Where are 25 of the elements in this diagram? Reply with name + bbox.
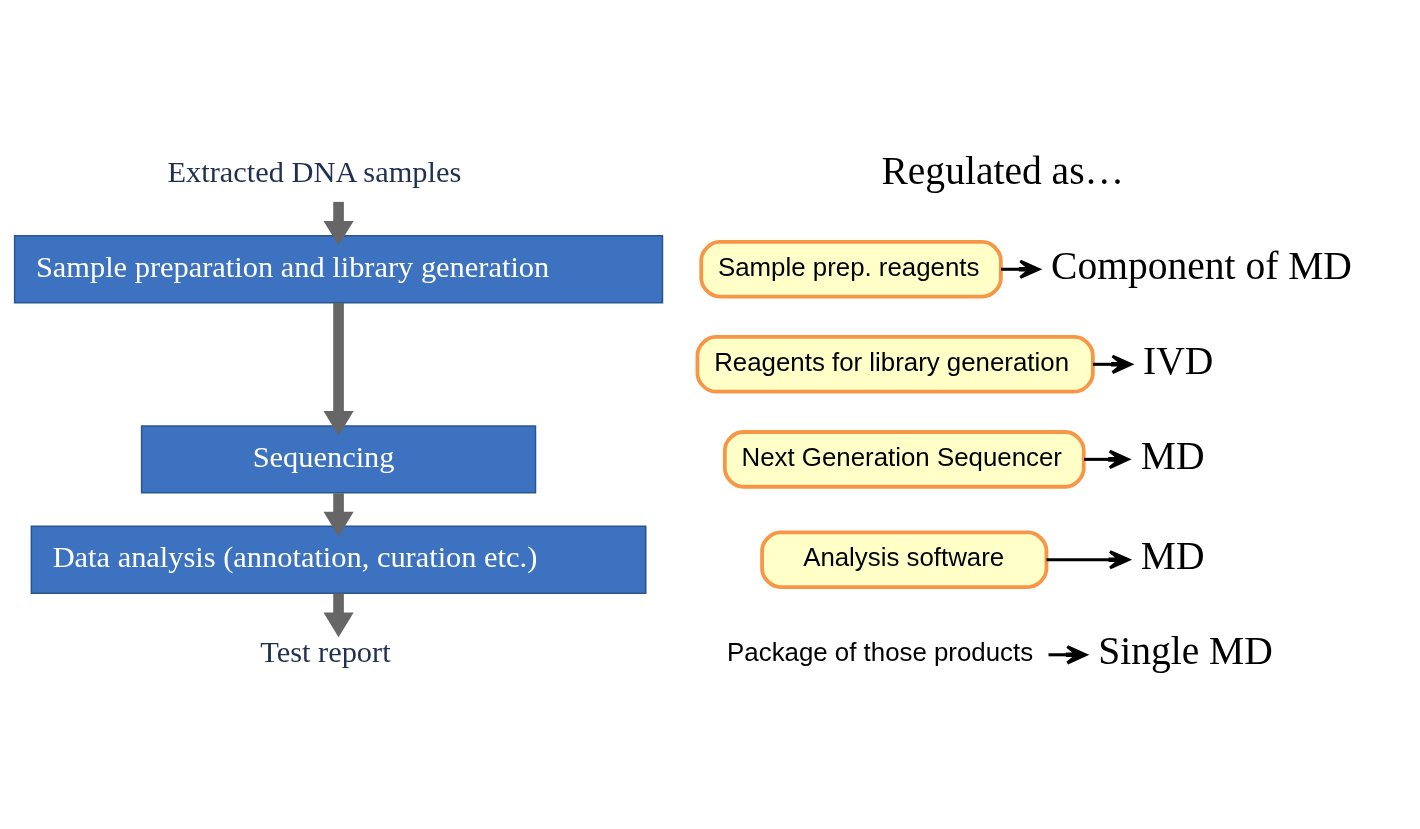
node-text: Package of those products xyxy=(727,638,1034,667)
arrow xyxy=(1046,550,1130,570)
arrow xyxy=(323,593,354,638)
node-box: Next Generation Sequencer xyxy=(722,430,1086,489)
node-text: MD xyxy=(1140,433,1205,478)
node-box: Data analysis (annotation, curation etc.) xyxy=(30,525,647,594)
node-box: Sample preparation and library generation xyxy=(13,235,664,304)
arrow xyxy=(323,493,354,537)
arrow xyxy=(323,201,354,246)
arrow xyxy=(1084,449,1130,470)
arrow xyxy=(1093,354,1133,375)
label: Regulated as… xyxy=(881,148,1125,193)
arrow xyxy=(1001,259,1041,279)
node-text: Component of MD xyxy=(1051,243,1352,288)
arrow xyxy=(1048,645,1088,665)
node-text: Extracted DNA samples xyxy=(167,154,462,189)
node-text: MD xyxy=(1140,534,1205,579)
node-text: IVD xyxy=(1143,338,1214,383)
node-box: Reagents for library generation xyxy=(695,335,1095,394)
node-text: Single MD xyxy=(1098,629,1273,674)
arrow xyxy=(323,302,354,436)
node-box: Sequencing xyxy=(140,425,537,494)
node-box: Sample prep. reagents xyxy=(699,240,1003,299)
node-text: Test report xyxy=(260,635,391,670)
node-box: Analysis software xyxy=(760,530,1049,589)
